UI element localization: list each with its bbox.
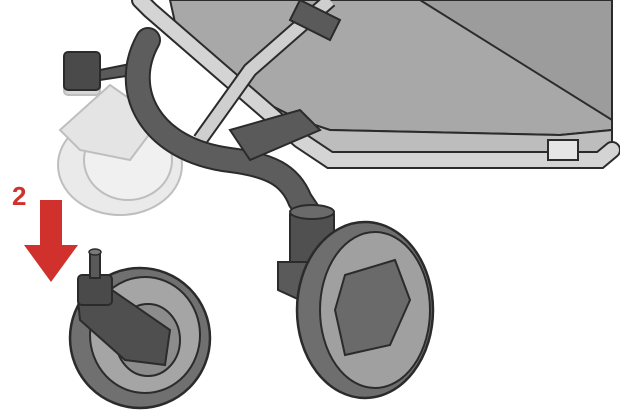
detached-wheel xyxy=(70,249,210,408)
installed-wheel xyxy=(297,222,433,398)
down-arrow-icon xyxy=(24,200,78,282)
step-number: 2 xyxy=(12,183,26,209)
